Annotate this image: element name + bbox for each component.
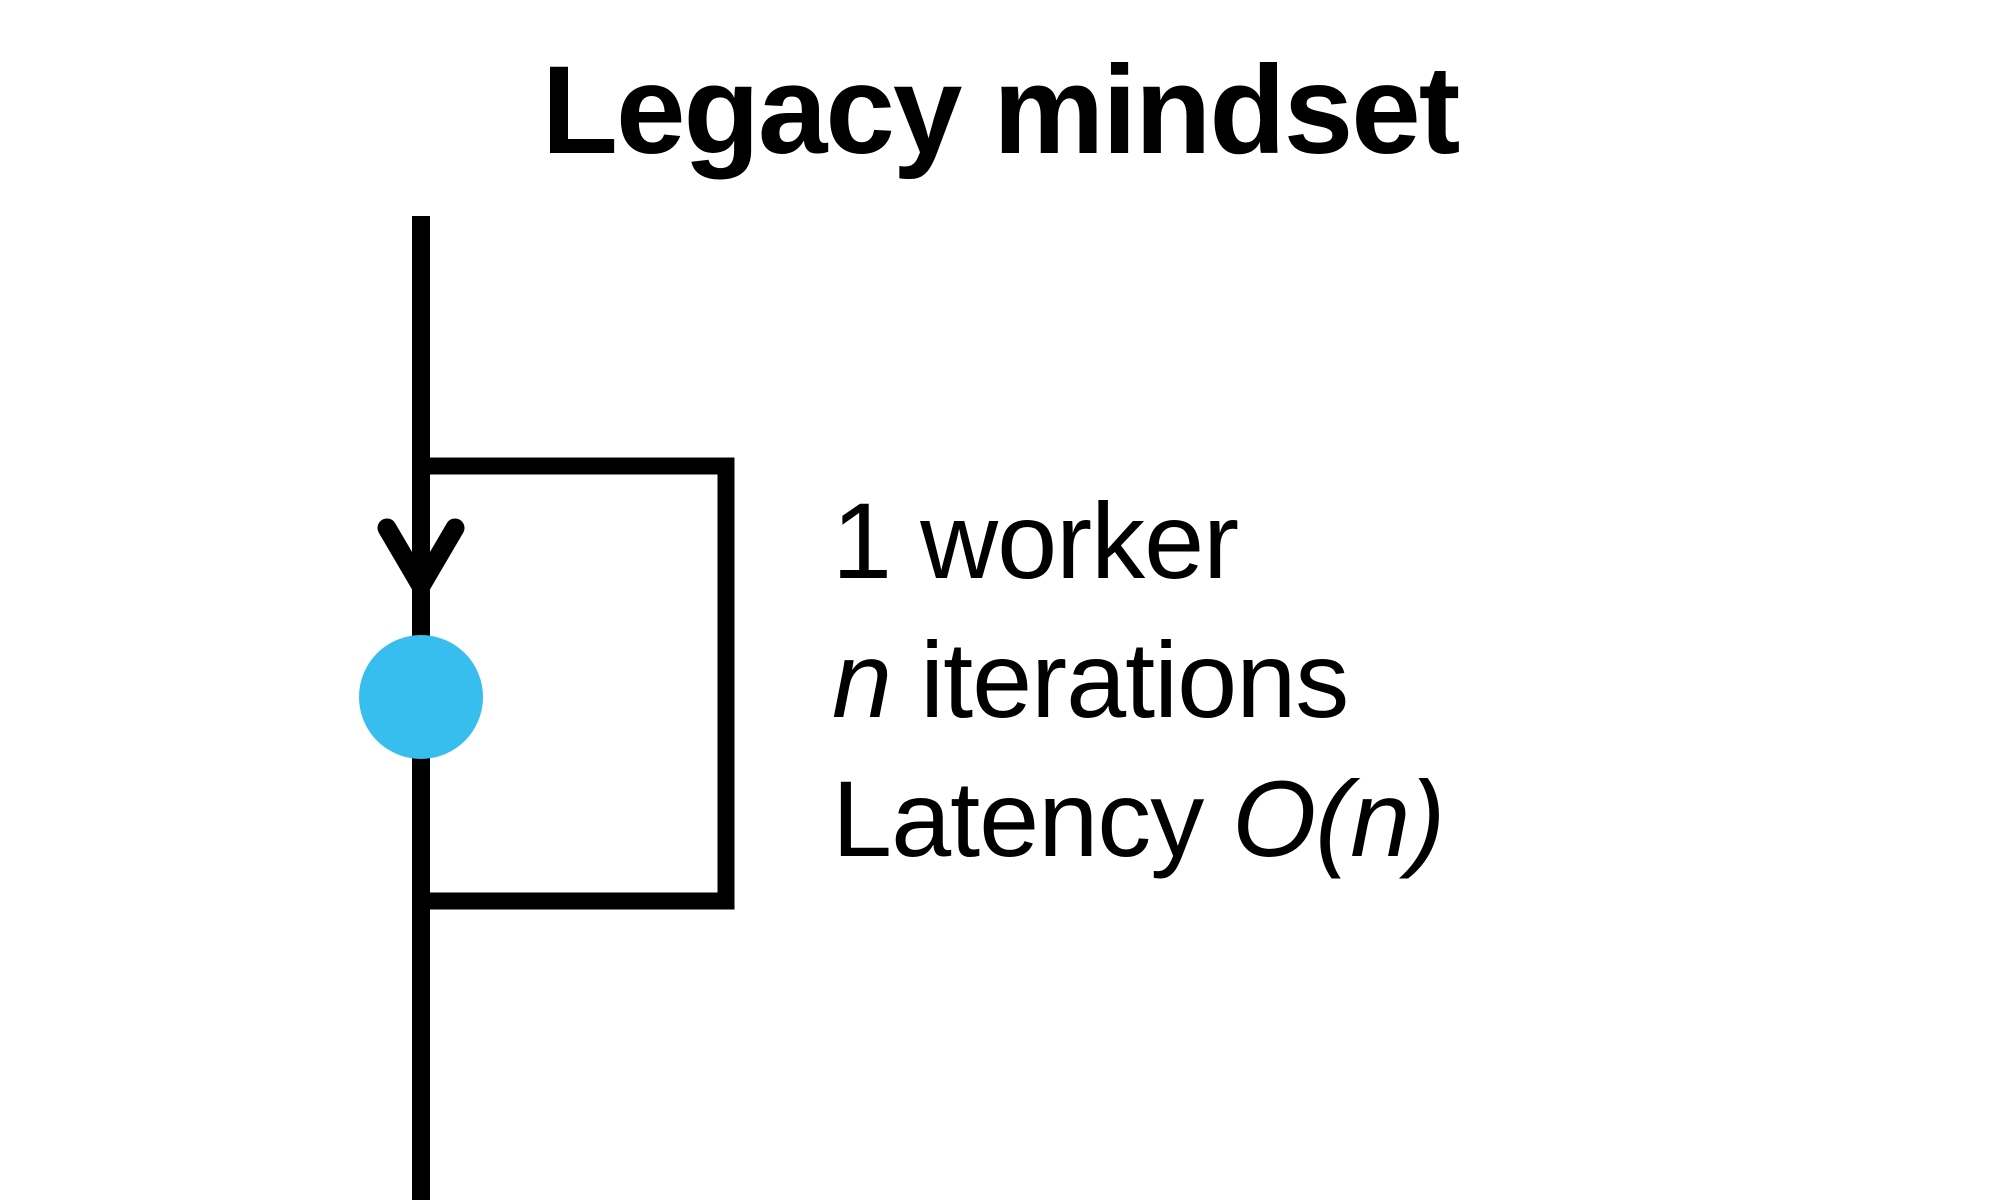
annotation-block: 1 worker n iterations Latency O(n) — [832, 471, 1445, 888]
loop-rectangle — [421, 457, 735, 910]
page-title: Legacy mindset — [541, 41, 1461, 180]
iterations-label: iterations — [891, 619, 1349, 740]
worker-dot — [359, 635, 483, 759]
workers-label: 1 worker — [832, 480, 1239, 601]
annotation-line-iterations: n iterations — [832, 610, 1444, 749]
annotation-line-latency: Latency O(n) — [832, 749, 1445, 888]
latency-complexity: O(n) — [1232, 758, 1445, 879]
iterations-variable: n — [832, 619, 892, 740]
arrow-down-icon — [377, 518, 465, 596]
annotation-line-workers: 1 worker — [832, 471, 1444, 610]
latency-label: Latency — [832, 758, 1233, 879]
